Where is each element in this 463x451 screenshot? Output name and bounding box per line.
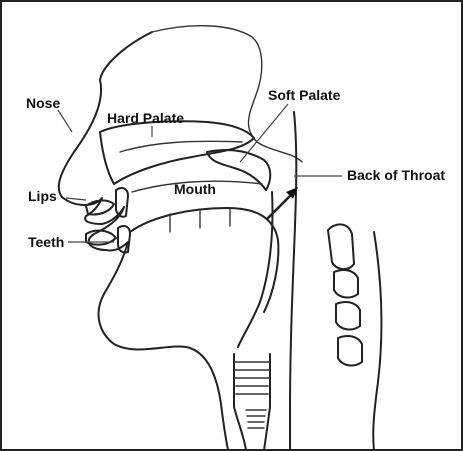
trachea-rings [234,362,270,394]
label-teeth: Teeth [28,234,64,250]
trachea [234,354,270,450]
label-soft-palate: Soft Palate [268,87,341,103]
vertebra-3 [336,302,360,329]
pharynx-front-wall [238,192,273,347]
face-profile-outline [59,32,228,450]
leader-lips [66,198,86,200]
label-hard-palate: Hard Palate [107,110,184,126]
larynx-rings [246,410,266,428]
label-back-of-throat: Back of Throat [347,167,445,183]
label-lips: Lips [28,188,57,204]
vertebra-4 [338,336,362,365]
label-nose: Nose [26,95,60,111]
pharynx-wall [290,112,296,450]
hard-palate-shape [100,121,254,184]
leader-nose [58,110,72,132]
label-mouth: Mouth [174,181,216,197]
vertebra-1 [328,224,354,269]
tongue [130,208,278,312]
vertebra-2 [334,270,358,297]
neck-back-outline [373,232,381,450]
lower-tooth [118,226,130,253]
